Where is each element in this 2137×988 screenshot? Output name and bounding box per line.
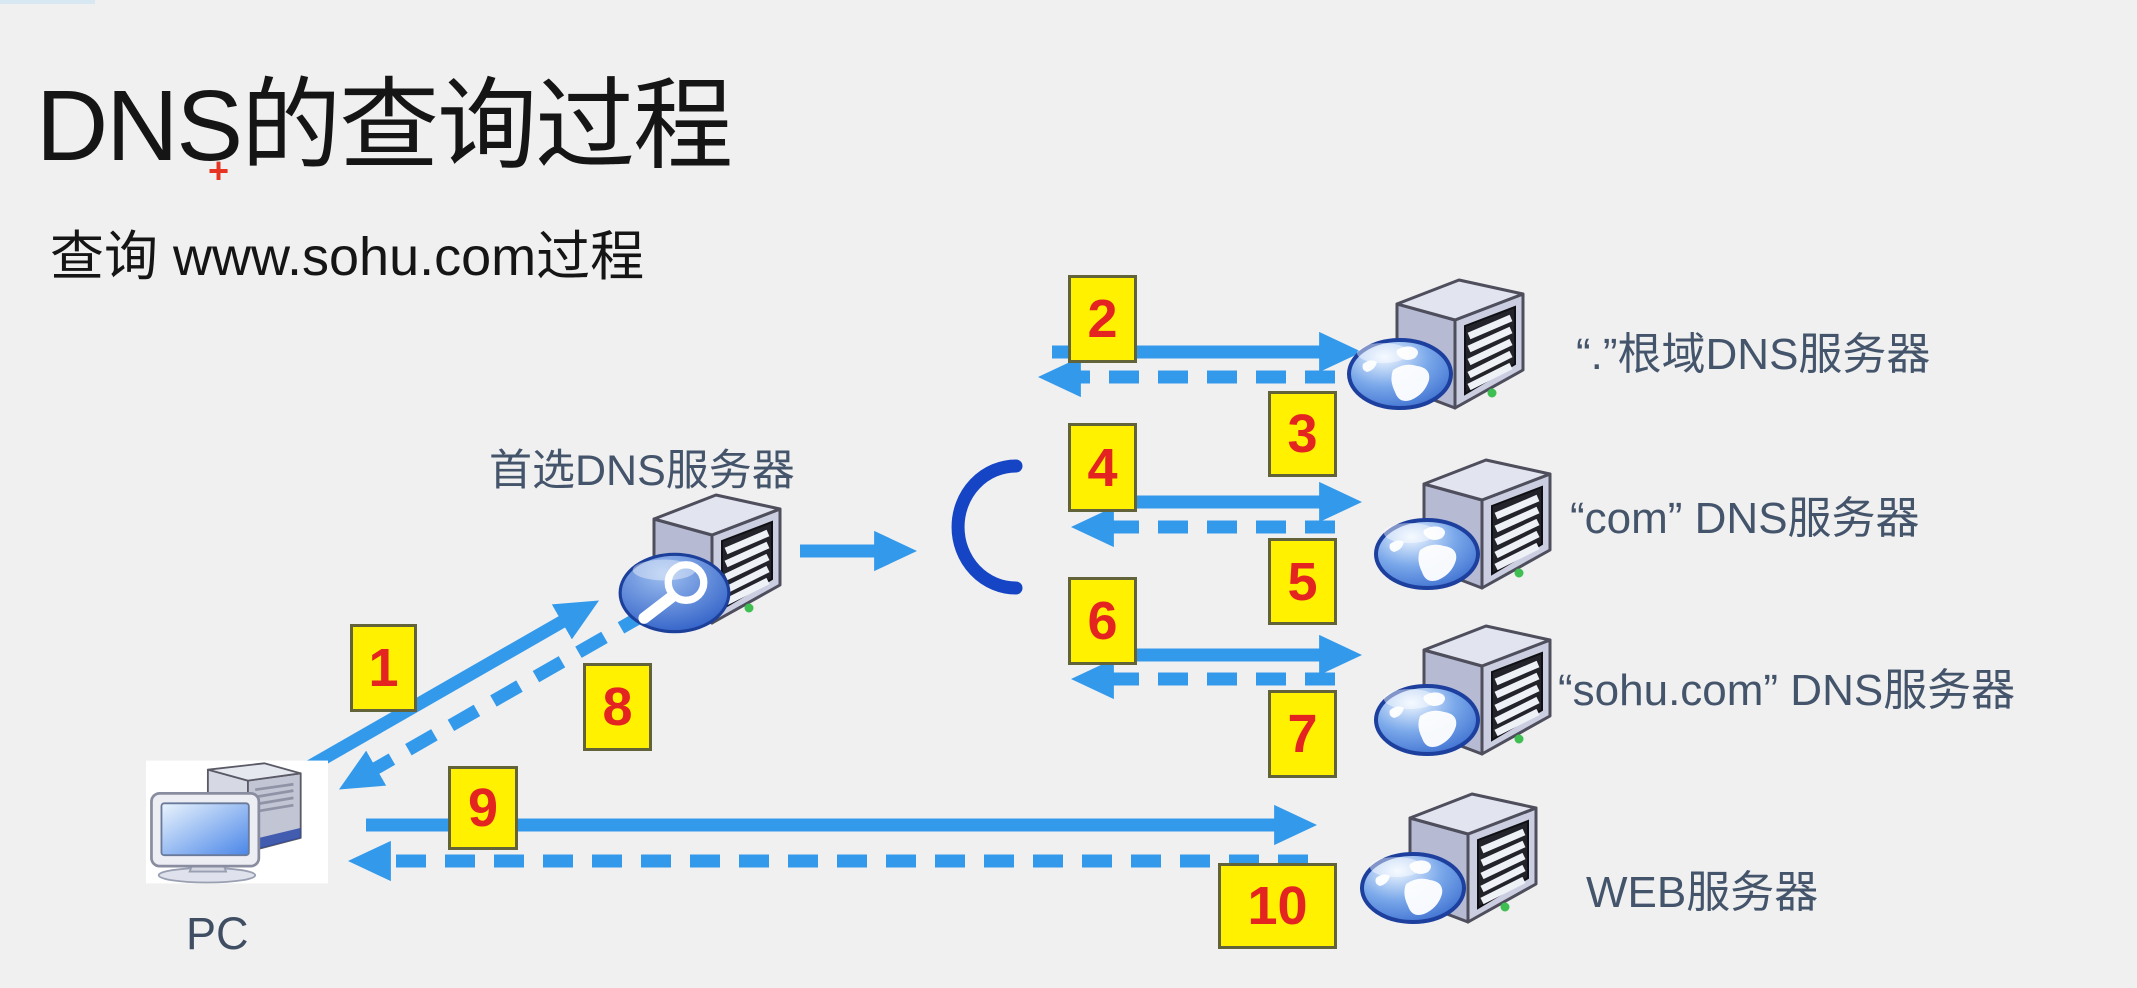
com-dns-server-globe-icon: [1374, 450, 1567, 602]
web-server-globe-icon: [1360, 784, 1553, 936]
label-sohu-dns-server: “sohu.com” DNS服务器: [1558, 666, 2016, 715]
label-pc: PC: [186, 908, 249, 959]
pc-desktop-computer-icon: [146, 760, 328, 884]
step-box-3: 3: [1268, 391, 1337, 477]
step-box-10: 10: [1218, 863, 1337, 949]
sohu-dns-server-globe-icon: [1374, 616, 1567, 768]
step-box-4: 4: [1068, 423, 1137, 512]
label-com-dns-server: “com” DNS服务器: [1570, 494, 1920, 543]
arc-bracket-shape: [951, 459, 1023, 595]
step-box-1: 1: [350, 624, 417, 712]
arrow-step8-response: [338, 607, 651, 790]
step-box-8: 8: [583, 663, 652, 751]
label-preferred-dns-server: 首选DNS服务器: [489, 447, 795, 495]
page-subtitle: 查询 www.sohu.com过程: [50, 227, 645, 287]
step-box-9: 9: [448, 766, 518, 850]
step-box-2: 2: [1068, 275, 1137, 363]
label-web-server: WEB服务器: [1586, 868, 1819, 917]
step-box-7: 7: [1268, 690, 1337, 778]
preferred-dns-server-magnifier-icon: [582, 485, 797, 637]
label-root-dns-server: “.”根域DNS服务器: [1576, 330, 1931, 379]
page-title: DNS的查询过程: [36, 70, 733, 182]
step-box-6: 6: [1068, 577, 1137, 665]
root-dns-server-globe-icon: [1347, 270, 1540, 422]
top-edge-sliver: [0, 0, 95, 4]
plus-marker: +: [208, 150, 230, 191]
arrow-step1-query: [303, 600, 600, 774]
step-box-5: 5: [1268, 538, 1337, 625]
